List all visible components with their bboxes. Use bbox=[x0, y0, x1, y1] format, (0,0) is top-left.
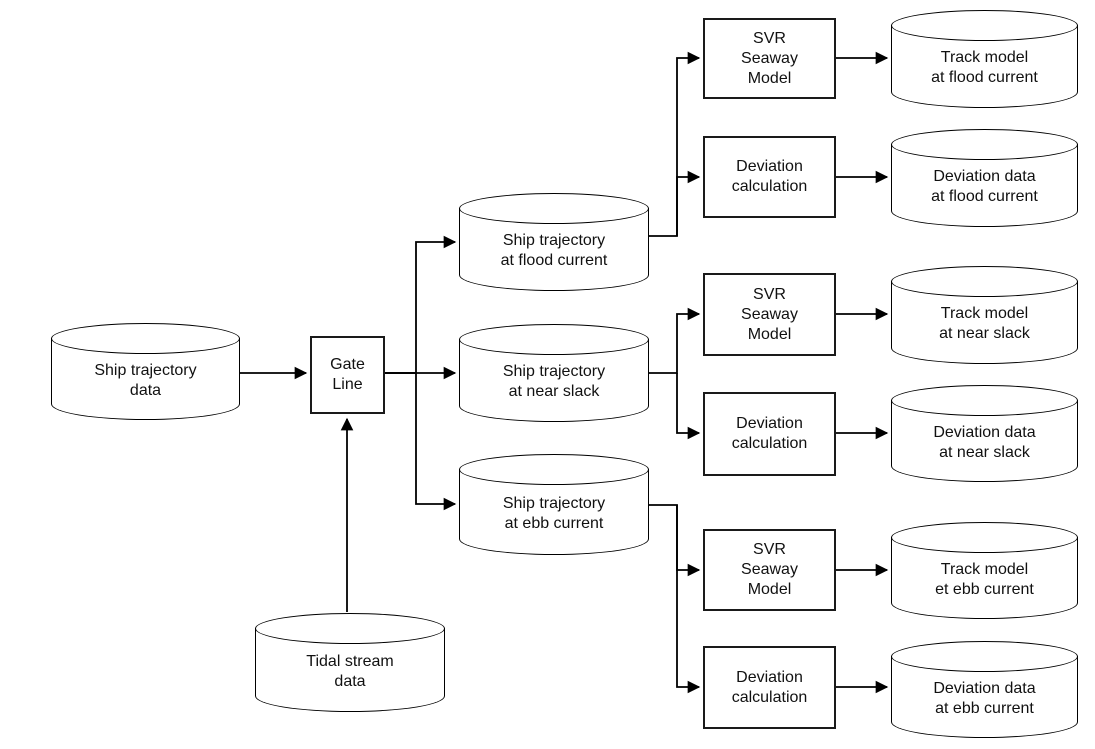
cylinder-top-ellipse bbox=[891, 641, 1078, 672]
connector-ebb-to-svr bbox=[649, 504, 701, 577]
process-svr-seaway-model-near-slack: SVR Seaway Model bbox=[703, 273, 836, 356]
connector-flood-to-svr bbox=[649, 51, 701, 237]
cylinder-top-ellipse bbox=[255, 613, 445, 644]
node-label: Deviation calculation bbox=[731, 415, 808, 452]
datastore-deviation-data-flood: Deviation data at flood current bbox=[891, 129, 1078, 227]
process-deviation-calculation-flood: Deviation calculation bbox=[703, 136, 836, 218]
node-label: SVR Seaway Model bbox=[741, 285, 798, 343]
node-label: SVR Seaway Model bbox=[741, 29, 798, 87]
node-label: Deviation calculation bbox=[731, 668, 808, 706]
node-label: Deviation data at ebb current bbox=[933, 679, 1036, 717]
node-label: Deviation data at flood current bbox=[931, 168, 1038, 205]
cylinder-top-ellipse bbox=[891, 266, 1078, 297]
connector-gate-to-ebb bbox=[385, 372, 457, 511]
cylinder-top-ellipse bbox=[459, 193, 649, 224]
datastore-ship-trajectory-ebb: Ship trajectory at ebb current bbox=[459, 454, 649, 555]
node-label: Ship trajectory data bbox=[94, 361, 197, 399]
cylinder-top-ellipse bbox=[51, 323, 240, 354]
cylinder-top-ellipse bbox=[459, 454, 649, 485]
node-label: Ship trajectory at ebb current bbox=[502, 494, 606, 532]
node-label: Gate Line bbox=[330, 356, 365, 393]
node-label: Ship trajectory at flood current bbox=[500, 232, 608, 269]
datastore-ship-trajectory-data: Ship trajectory data bbox=[51, 323, 240, 420]
datastore-deviation-data-near-slack: Deviation data at near slack bbox=[891, 385, 1078, 482]
node-label: Ship trajectory at near slack bbox=[502, 363, 606, 400]
process-deviation-calculation-near-slack: Deviation calculation bbox=[703, 392, 836, 476]
node-label: Track model et ebb current bbox=[935, 560, 1034, 598]
datastore-tidal-stream-data: Tidal stream data bbox=[255, 613, 445, 712]
node-label: Deviation data at near slack bbox=[933, 423, 1036, 461]
connector-gate-to-flood bbox=[385, 235, 457, 374]
process-svr-seaway-model-flood: SVR Seaway Model bbox=[703, 18, 836, 99]
cylinder-top-ellipse bbox=[891, 385, 1078, 416]
cylinder-top-ellipse bbox=[891, 10, 1078, 41]
node-label: Track model at flood current bbox=[931, 49, 1038, 86]
node-label: Tidal stream data bbox=[306, 652, 394, 690]
node-label: Track model at near slack bbox=[939, 305, 1030, 342]
process-gate-line: Gate Line bbox=[310, 336, 385, 414]
datastore-ship-trajectory-near-slack: Ship trajectory at near slack bbox=[459, 324, 649, 422]
connector-slack-to-svr bbox=[649, 307, 701, 374]
datastore-track-model-ebb: Track model et ebb current bbox=[891, 522, 1078, 619]
cylinder-top-ellipse bbox=[891, 129, 1078, 160]
connector-ebb-to-deviation bbox=[676, 505, 701, 694]
cylinder-top-ellipse bbox=[891, 522, 1078, 553]
node-label: Deviation calculation bbox=[731, 158, 808, 195]
datastore-track-model-flood: Track model at flood current bbox=[891, 10, 1078, 108]
node-label: SVR Seaway Model bbox=[741, 541, 798, 598]
connector-flood-to-deviation bbox=[676, 170, 701, 236]
process-deviation-calculation-ebb: Deviation calculation bbox=[703, 646, 836, 729]
process-svr-seaway-model-ebb: SVR Seaway Model bbox=[703, 529, 836, 611]
datastore-track-model-near-slack: Track model at near slack bbox=[891, 266, 1078, 364]
datastore-deviation-data-ebb: Deviation data at ebb current bbox=[891, 641, 1078, 738]
datastore-ship-trajectory-flood: Ship trajectory at flood current bbox=[459, 193, 649, 291]
connector-slack-to-deviation bbox=[676, 373, 701, 440]
cylinder-top-ellipse bbox=[459, 324, 649, 355]
